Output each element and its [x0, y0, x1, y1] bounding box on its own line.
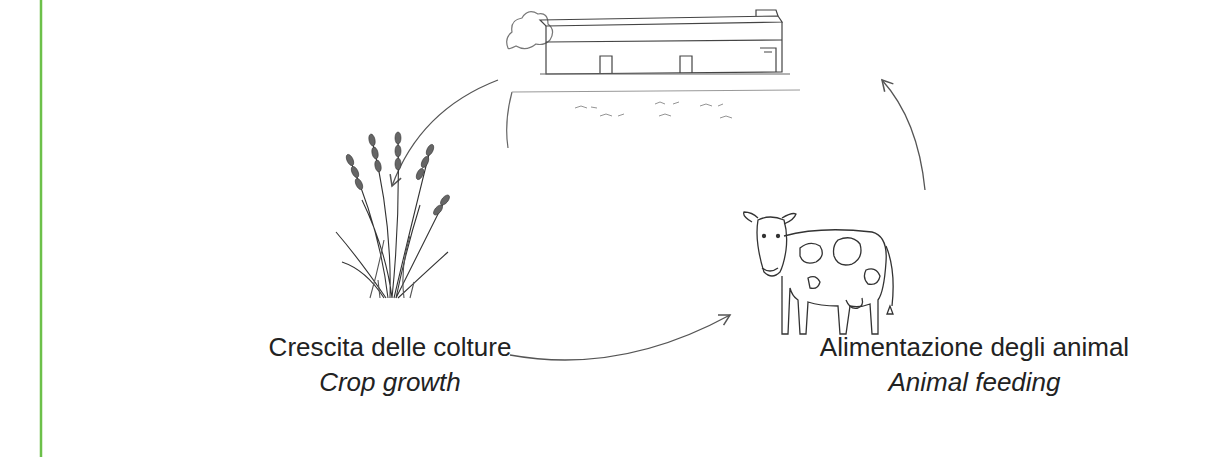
farm-sketch — [507, 10, 800, 148]
caption-text: Alimentazione degli animal — [820, 330, 1129, 365]
illustrated-step: Alimentazione degli animalAnimal feeding — [730, 200, 1219, 400]
cycle-arrow — [882, 80, 925, 190]
caption-translation: Animal feeding — [889, 365, 1061, 400]
cow-sketch — [744, 212, 893, 334]
accent-rule — [40, 0, 43, 457]
illustrated-step: Crescita delle coltureCrop growth — [270, 130, 510, 400]
crop-sketch — [336, 132, 451, 298]
cycle-arrow — [392, 80, 498, 186]
caption-text: Crescita delle colture — [269, 330, 512, 365]
cycle-arrow — [510, 315, 730, 360]
caption-translation: Crop growth — [319, 365, 461, 400]
